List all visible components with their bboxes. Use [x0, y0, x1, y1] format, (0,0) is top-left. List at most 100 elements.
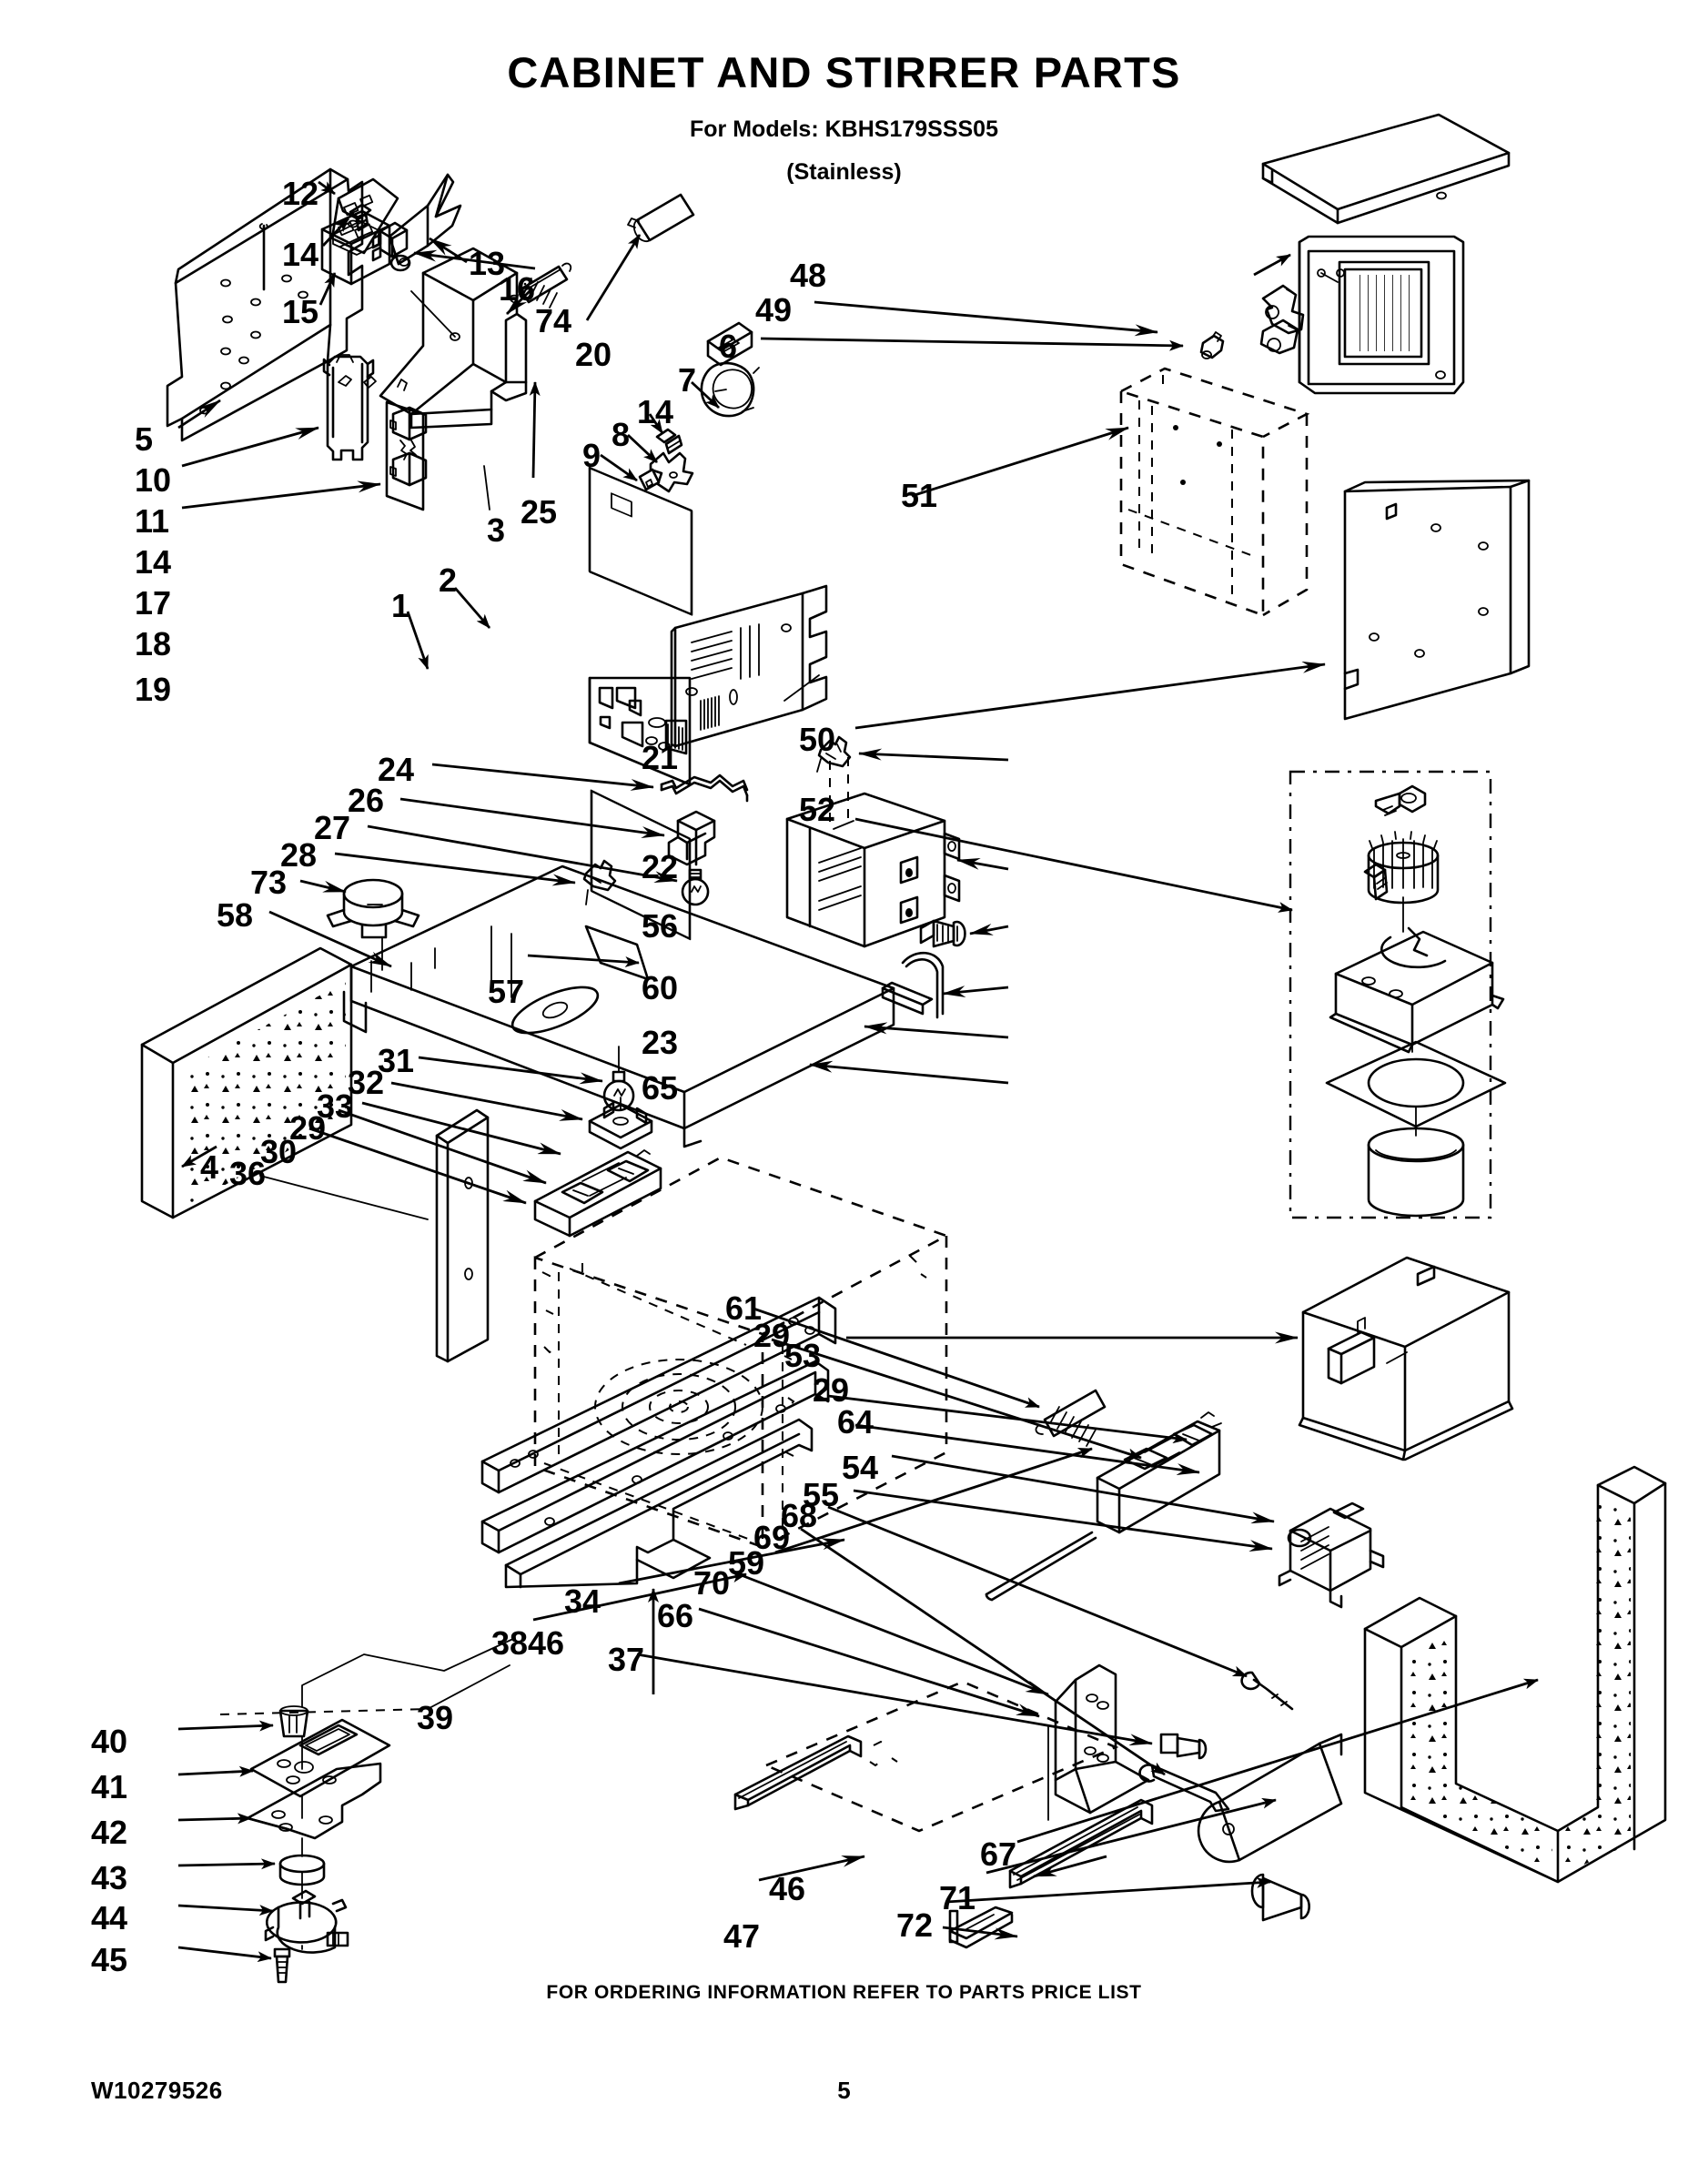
leader-36: [259, 1175, 429, 1220]
callout-number-54: 54: [842, 1449, 879, 1486]
callout-number-53: 53: [784, 1337, 822, 1374]
leader-29-latch: [338, 1108, 547, 1185]
part-36-side-trim: [435, 1108, 490, 1363]
callout-number-10: 10: [135, 461, 172, 499]
callout-number-37: 37: [608, 1641, 645, 1678]
callout-number-58: 58: [217, 896, 254, 934]
part-64-interlock-bar: [985, 1411, 1222, 1602]
leader-29-bar2: [827, 1394, 1188, 1444]
part-5-back-panel: [166, 167, 364, 442]
part-51-control-panel-frame: [1298, 235, 1465, 395]
leader-14-top: [321, 217, 350, 247]
callout-number-15: 15: [282, 293, 319, 330]
leader-37: [636, 1653, 1153, 1746]
part-42-motor-bracket: [246, 1762, 382, 1840]
callout-number-68: 68: [781, 1497, 818, 1534]
callout-number-1: 1: [391, 587, 410, 624]
callout-number-23: 23: [642, 1024, 679, 1061]
callout-number-11: 11: [135, 502, 170, 540]
leader-49: [814, 300, 1158, 337]
callout-number-52: 52: [799, 791, 836, 828]
leader-28: [334, 852, 576, 886]
part-46-rail-left: [733, 1734, 863, 1811]
part-32-lamp-bracket: [588, 1101, 653, 1150]
part-50-side-panel: [1343, 479, 1531, 721]
part-46-rail-right: [1008, 1798, 1154, 1889]
leader-50: [854, 661, 1326, 730]
leader-64: [854, 1423, 1200, 1476]
leader-47: [942, 1926, 1018, 1940]
leader-44: [177, 1904, 274, 1916]
callout-number-46: 46: [528, 1624, 565, 1662]
callout-number-29: 29: [753, 1317, 791, 1354]
leader-10: [181, 426, 319, 468]
callout-number-26: 26: [348, 782, 385, 819]
finish-subtitle: (Stainless): [786, 159, 902, 185]
part-53-magnetron-cover: [1298, 1256, 1514, 1461]
page-number: 5: [837, 2077, 851, 2104]
callout-number-33: 33: [317, 1087, 354, 1125]
callout-number-14: 14: [282, 236, 319, 273]
part-69-hinge-pin: [1138, 1764, 1230, 1813]
callout-number-73: 73: [250, 864, 288, 901]
leader-66: [698, 1607, 1040, 1718]
callout-number-43: 43: [91, 1859, 128, 1896]
callout-number-7: 7: [678, 361, 697, 399]
leader-70: [738, 1572, 1049, 1696]
leader-73: [299, 879, 347, 894]
callout-number-70: 70: [693, 1564, 731, 1602]
leader-24: [431, 763, 654, 791]
callout-number-4: 4: [200, 1148, 219, 1186]
leader-54: [891, 1454, 1275, 1524]
leader-58: [268, 910, 392, 968]
leader-21: [858, 748, 1009, 762]
part-6-door-switch: [1199, 331, 1225, 359]
part-24-wire-form: [660, 774, 749, 803]
part-71-hinge-arm: [1197, 1733, 1343, 1864]
callout-number-48: 48: [790, 257, 827, 294]
part-68-clip-pin: [1240, 1671, 1294, 1711]
callout-number-50: 50: [799, 721, 836, 758]
leader-55: [853, 1489, 1273, 1552]
part-56-screw: [919, 919, 966, 948]
callout-number-30: 30: [260, 1133, 298, 1170]
callout-number-64: 64: [837, 1403, 874, 1441]
callout-number-3: 3: [487, 511, 506, 549]
callout-number-59: 59: [728, 1544, 765, 1582]
part-52-stirrer-assembly-group: [1289, 770, 1507, 1219]
callout-number-19: 19: [135, 671, 172, 708]
callout-number-49: 49: [755, 291, 793, 329]
part-9-washer-plate: [638, 468, 661, 491]
leader-8: [627, 433, 658, 464]
axis-40: [301, 1637, 516, 1708]
leader-9: [600, 453, 638, 482]
leader-68: [827, 1505, 1248, 1678]
leader-67: [1016, 1678, 1539, 1844]
callout-number-57: 57: [488, 973, 525, 1010]
leader-48: [1253, 253, 1291, 277]
callout-number-72: 72: [896, 1906, 934, 1944]
callout-number-28: 28: [280, 836, 318, 874]
callout-number-69: 69: [753, 1519, 791, 1556]
part-70-hinge-bracket: [1054, 1663, 1150, 1815]
callout-number-21: 21: [642, 739, 679, 776]
leader-43: [177, 1858, 276, 1870]
leader-45: [177, 1946, 272, 1963]
model-subtitle: For Models: KBHS179SSS05: [690, 116, 998, 142]
callout-number-22: 22: [642, 848, 679, 885]
callout-number-13: 13: [469, 245, 506, 282]
leader-69: [800, 1527, 1166, 1776]
callout-number-41: 41: [91, 1768, 128, 1805]
callout-number-74: 74: [535, 302, 572, 339]
callout-number-56: 56: [642, 907, 679, 945]
callout-number-14: 14: [637, 393, 674, 430]
callout-number-12: 12: [282, 175, 319, 212]
callout-number-44: 44: [91, 1899, 128, 1936]
ghost-oven-front: [1119, 367, 1310, 617]
part-11-control-board: [385, 379, 428, 511]
callout-number-65: 65: [642, 1069, 679, 1107]
part-31-lamp-lower: [602, 1070, 635, 1112]
callout-number-2: 2: [439, 561, 458, 599]
part-1-board-detail: [588, 466, 693, 616]
